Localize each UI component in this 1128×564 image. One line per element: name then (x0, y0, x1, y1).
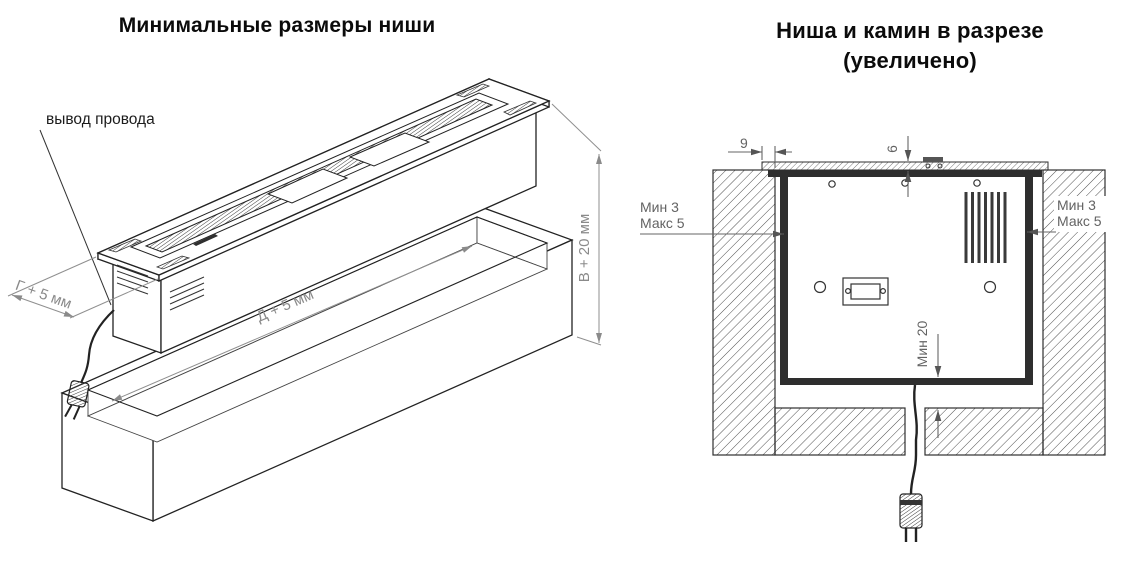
top-panel (761, 161, 1049, 171)
isometric-drawing: Д + 5 мм (7, 77, 602, 522)
section-drawing: 9 6 Мин 3 Макс 5 Мин 3 Макс 5 Мин 20 (640, 135, 1106, 542)
wall-left-hatched (712, 169, 776, 456)
dim-depth-label: Г + 5 мм (13, 277, 74, 313)
brand-mark (193, 234, 218, 246)
cover-plate-left (266, 168, 349, 204)
gap-label-right: Мин 3 Макс 5 (1027, 196, 1106, 236)
body-wall-left (780, 177, 788, 385)
body-bottom (780, 378, 1033, 385)
section-structure (712, 161, 1106, 456)
dim-height: В + 20 мм (551, 103, 602, 346)
fireplace-section (768, 157, 1042, 385)
cover-plate-right (348, 132, 431, 167)
fireplace-unit (96, 77, 551, 355)
right-figure-title: Ниша и камин в разрезе (увеличено) (706, 16, 1114, 76)
floor-right-hatched (924, 407, 1044, 456)
power-plug-section-icon (899, 493, 923, 542)
gap-right-max: Макс 5 (1057, 213, 1102, 229)
power-cord (79, 309, 115, 384)
dim-flange-overhang: 9 (728, 135, 792, 168)
gap-label-left: Мин 3 Макс 5 (640, 199, 784, 238)
gap-right-min: Мин 3 (1057, 197, 1096, 213)
screw-holes (813, 179, 997, 294)
power-plug-icon (64, 380, 90, 420)
dim-panel-thickness-label: 6 (884, 145, 900, 153)
right-figure-title-line2: (увеличено) (843, 48, 977, 73)
top-fixture (923, 157, 943, 169)
callout-wire: вывод провода (39, 111, 155, 306)
dim-panel-thickness: 6 (884, 136, 912, 197)
floor-left-hatched (774, 407, 906, 456)
left-figure-title: Минимальные размеры ниши (118, 14, 436, 37)
body-vent-grilles (116, 264, 205, 311)
callout-wire-label: вывод провода (46, 111, 155, 128)
dim-height-label: В + 20 мм (576, 214, 593, 283)
corner-grilles (107, 83, 538, 270)
flange-bar (768, 170, 1042, 177)
vent-grille (964, 192, 1007, 263)
power-cord-section (909, 384, 918, 495)
gap-left-max: Макс 5 (640, 215, 685, 231)
dim-bottom-gap-label: Мин 20 (914, 320, 930, 367)
right-figure-title-line1: Ниша и камин в разрезе (776, 18, 1044, 43)
junction-box (842, 277, 889, 306)
dim-bottom-gap: Мин 20 (914, 320, 942, 438)
body-wall-right (1025, 177, 1033, 385)
dim-flange-overhang-label: 9 (740, 135, 748, 151)
gap-left-min: Мин 3 (640, 199, 679, 215)
